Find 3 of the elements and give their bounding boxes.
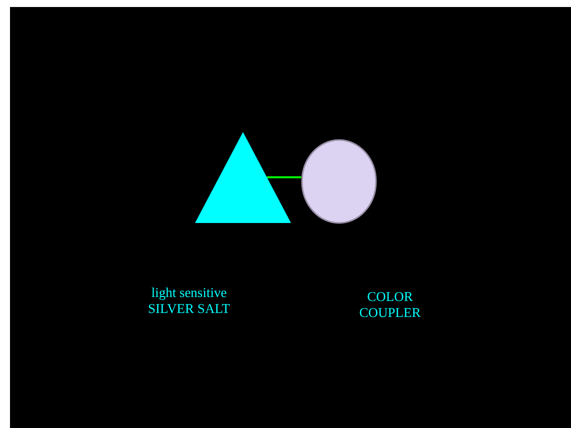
connector-line (266, 176, 302, 178)
text-label: light sensitive SILVER SALT (147, 285, 231, 317)
text-label: COLOR COUPLER (358, 289, 422, 321)
